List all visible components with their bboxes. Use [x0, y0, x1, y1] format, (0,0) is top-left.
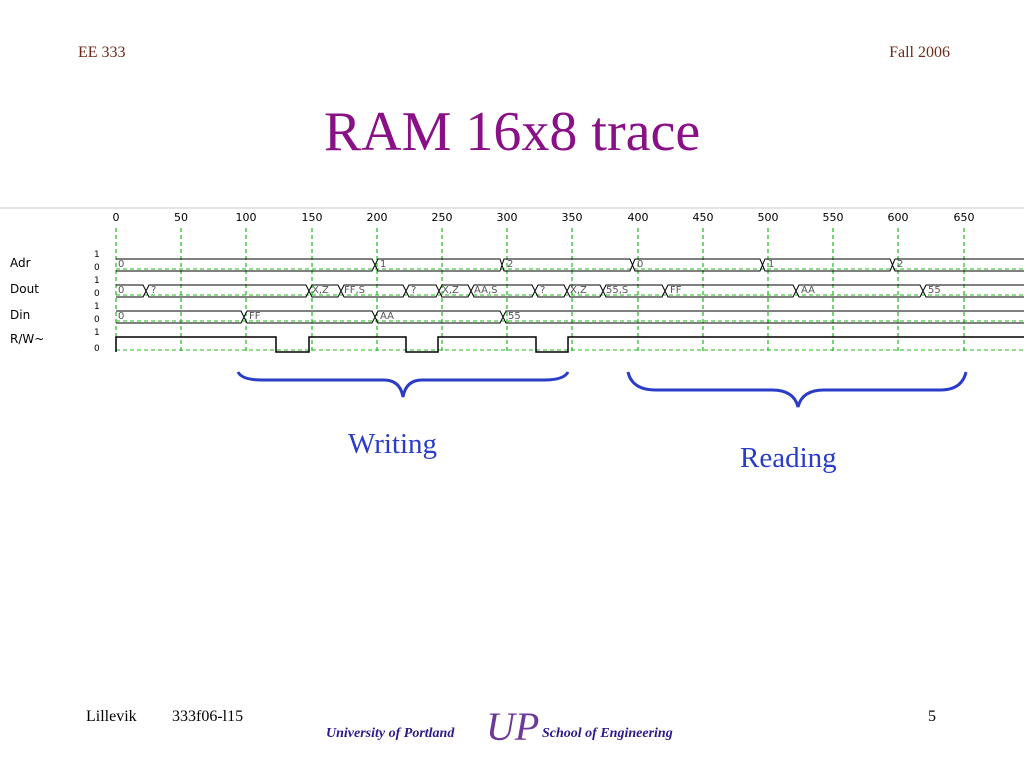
signal-waves [115, 258, 1024, 353]
slide-title: RAM 16x8 trace [323, 101, 701, 163]
time-tick-label: 100 [236, 211, 257, 224]
time-axis: 0 50 100 150 200 250 300 350 400 450 500 550 600 650 [113, 211, 975, 224]
university-name: University of Portland [326, 726, 455, 741]
level-high: 1 [94, 328, 100, 338]
time-tick-label: 400 [628, 211, 649, 224]
dout-value: 55,S [606, 285, 628, 296]
dout-value: 0 [118, 285, 124, 296]
dout-value: X,Z [442, 285, 459, 296]
signal-name-3: R/W~ [10, 332, 44, 346]
dout-value: ? [151, 285, 156, 296]
din-value: FF [249, 311, 261, 322]
phase-braces [236, 371, 968, 408]
logo-text: UP [486, 704, 539, 749]
dout-wave [116, 284, 1024, 298]
time-tick-label: 350 [562, 211, 583, 224]
level-high: 1 [94, 250, 100, 260]
time-tick-label: 0 [113, 211, 120, 224]
time-tick-label: 450 [693, 211, 714, 224]
term-label: Fall 2006 [889, 44, 950, 61]
level-high: 1 [94, 302, 100, 312]
dout-value: ? [411, 285, 416, 296]
footer-author: Lillevik [86, 708, 137, 725]
adr-value: 2 [897, 259, 903, 270]
time-tick-label: 200 [367, 211, 388, 224]
dout-value: FF [670, 285, 682, 296]
level-labels: 1 0 1 0 1 0 1 0 [94, 250, 100, 354]
footer-code: 333f06-l15 [172, 708, 244, 725]
time-tick-label: 550 [823, 211, 844, 224]
time-tick-label: 250 [432, 211, 453, 224]
writing-label: Writing [348, 428, 438, 460]
reading-label: Reading [740, 442, 837, 474]
signal-name-2: Din [10, 308, 30, 322]
level-low: 0 [94, 344, 100, 354]
adr-value: 2 [507, 259, 513, 270]
adr-value: 1 [380, 259, 386, 270]
adr-value: 0 [118, 259, 124, 270]
din-value: 55 [508, 311, 521, 322]
reading-brace [626, 371, 968, 408]
adr-value: 0 [637, 259, 643, 270]
time-tick-label: 600 [888, 211, 909, 224]
dout-value: ? [540, 285, 545, 296]
course-label: EE 333 [78, 44, 126, 61]
signal-name-0: Adr [10, 256, 31, 270]
dout-value: X,Z [312, 285, 329, 296]
page-number: 5 [928, 708, 936, 725]
time-tick-label: 300 [497, 211, 518, 224]
level-low: 0 [94, 263, 100, 273]
time-tick-label: 150 [302, 211, 323, 224]
adr-wave [116, 258, 1024, 272]
level-high: 1 [94, 276, 100, 286]
rw-wave [115, 336, 1024, 353]
din-value: 0 [118, 311, 124, 322]
level-low: 0 [94, 289, 100, 299]
time-tick-label: 500 [758, 211, 779, 224]
time-tick-label: 650 [954, 211, 975, 224]
dout-value: AA,S [474, 285, 498, 296]
level-low: 0 [94, 315, 100, 325]
dout-value: X,Z [570, 285, 587, 296]
university-logo: UP [486, 704, 539, 749]
adr-value: 1 [768, 259, 774, 270]
din-wave [116, 310, 1024, 324]
signal-name-1: Dout [10, 282, 39, 296]
din-value: AA [380, 311, 394, 322]
school-name: School of Engineering [542, 726, 673, 741]
writing-brace [236, 371, 570, 398]
time-grid [115, 228, 1024, 352]
dout-value: FF,S [344, 285, 365, 296]
dout-value: 55 [928, 285, 941, 296]
dout-value: AA [801, 285, 815, 296]
time-tick-label: 50 [174, 211, 188, 224]
